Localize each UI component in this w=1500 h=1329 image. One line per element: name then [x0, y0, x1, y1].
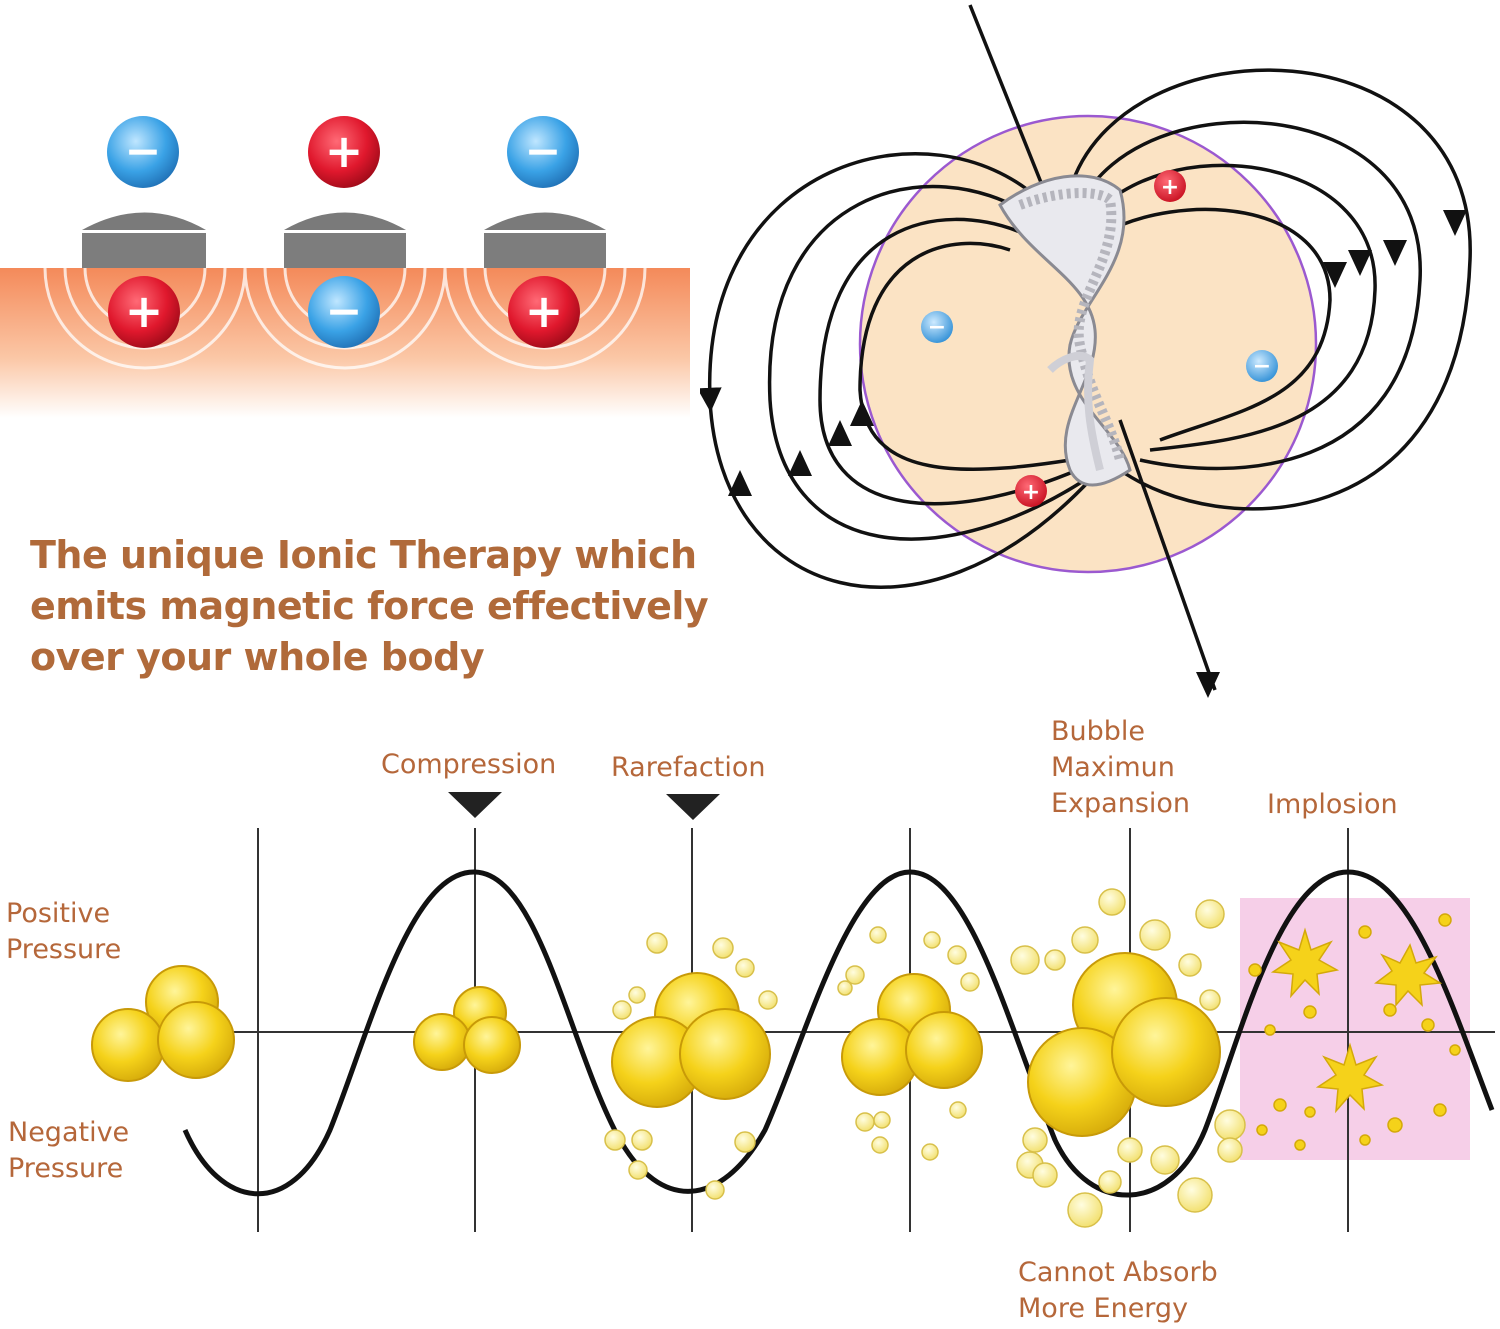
svg-text:−: −: [928, 315, 946, 340]
negative-ion-icon: −: [308, 276, 380, 348]
svg-text:+: +: [1161, 175, 1179, 200]
implosion-label: Implosion: [1267, 789, 1398, 820]
rarefaction-label: Rarefaction: [611, 752, 766, 783]
negative-ion-icon: −: [107, 116, 179, 188]
bubble-expansion-label: Bubble Maximun Expansion: [1051, 716, 1191, 819]
bubble-cluster-3: [611, 972, 771, 1108]
compression-marker-icon: [448, 792, 502, 818]
ring-icon: [998, 174, 1132, 487]
negative-ion-icon: −: [921, 311, 953, 343]
headline: The unique Ionic Therapy which emits mag…: [30, 530, 750, 683]
svg-text:+: +: [325, 124, 364, 178]
svg-text:−: −: [525, 126, 562, 177]
svg-text:−: −: [125, 126, 162, 177]
pressure-wave: [182, 869, 1495, 1198]
field-lines: [700, 4, 1472, 691]
small-bubbles: [604, 888, 1246, 1228]
bubble-cluster-2: [413, 986, 521, 1074]
svg-text:−: −: [1253, 354, 1271, 379]
bubble-cluster-5: [1027, 952, 1221, 1137]
bubble-cluster-1: [91, 965, 235, 1082]
negative-ion-icon: −: [1246, 350, 1278, 382]
implosion-bursts: [1248, 913, 1461, 1151]
bubble-cluster-4: [841, 973, 983, 1096]
negative-pressure-label: Negative Pressure: [8, 1117, 130, 1184]
ionic-electrode-diagram: − + − + − +: [0, 116, 690, 418]
cavitation-wave-diagram: [91, 792, 1495, 1232]
compression-label: Compression: [381, 749, 557, 780]
positive-ion-icon: +: [1015, 475, 1047, 507]
electrode-3: [484, 212, 606, 268]
negative-ion-icon: −: [507, 116, 579, 188]
cannot-absorb-label: Cannot Absorb More Energy: [1018, 1257, 1218, 1324]
positive-ion-icon: +: [1154, 170, 1186, 202]
headline-line: over your whole body: [30, 635, 485, 679]
svg-text:+: +: [125, 284, 164, 338]
electrode-1: [82, 212, 206, 268]
positive-ion-icon: +: [108, 276, 180, 348]
electrode-2: [284, 212, 406, 268]
positive-ion-icon: +: [308, 116, 380, 188]
field-arrows: [728, 210, 1467, 698]
positive-ion-icon: +: [508, 276, 580, 348]
svg-text:+: +: [525, 284, 564, 338]
headline-line: emits magnetic force effectively: [30, 584, 709, 628]
svg-text:−: −: [326, 286, 363, 337]
rarefaction-marker-icon: [666, 794, 720, 820]
headline-line: The unique Ionic Therapy which: [30, 533, 697, 577]
svg-text:+: +: [1022, 480, 1040, 505]
magnetic-field-diagram: + + − −: [700, 4, 1472, 698]
positive-pressure-label: Positive Pressure: [6, 898, 122, 965]
